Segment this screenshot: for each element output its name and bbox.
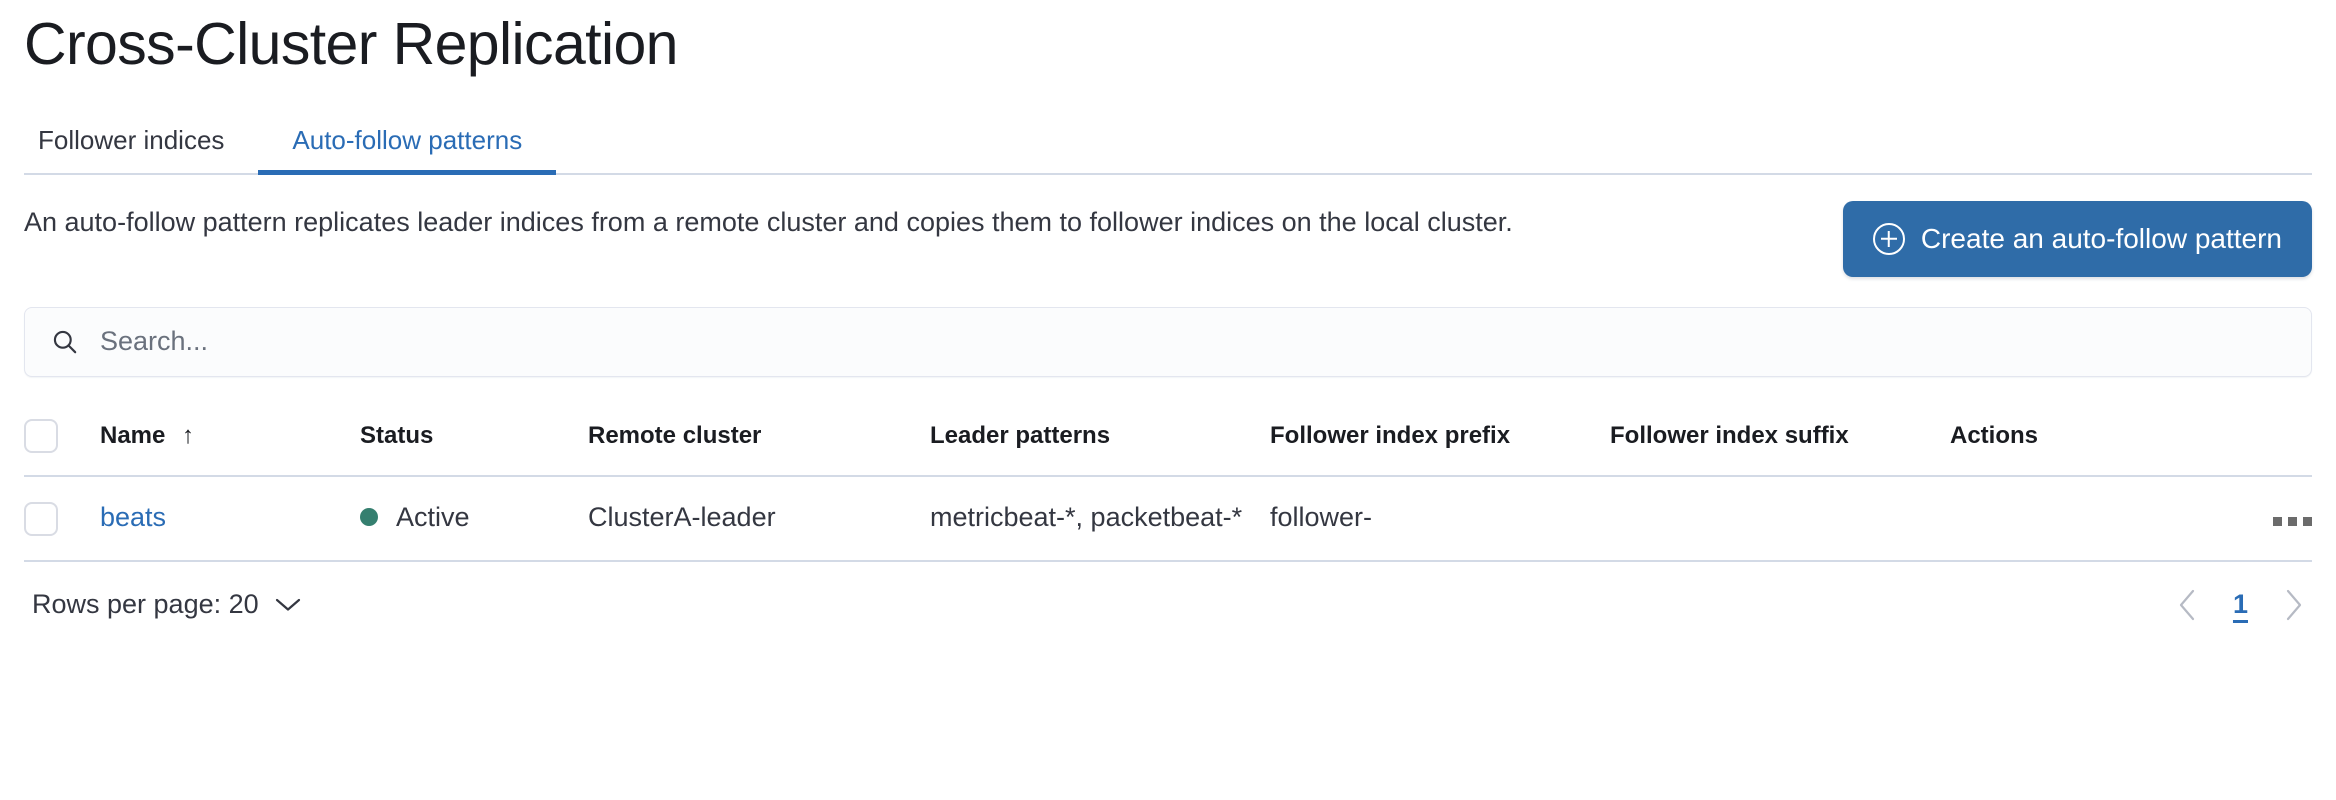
- table-body: beats Active ClusterA-leader metricbeat-…: [24, 475, 2312, 562]
- row-select-cell: [24, 475, 100, 562]
- column-header-name-label: Name: [100, 421, 166, 449]
- tab-follower-indices[interactable]: Follower indices: [24, 127, 258, 173]
- tab-auto-follow-patterns[interactable]: Auto-follow patterns: [258, 124, 557, 175]
- row-leader-patterns-cell: metricbeat-*, packetbeat-*: [930, 475, 1270, 562]
- pagination: 1: [2177, 588, 2304, 622]
- column-header-follower-index-suffix[interactable]: Follower index suffix: [1610, 400, 1950, 477]
- tab-bar: Follower indices Auto-follow patterns: [24, 113, 2312, 175]
- select-all-checkbox[interactable]: [24, 418, 58, 453]
- rows-per-page-selector[interactable]: Rows per page: 20: [32, 589, 301, 620]
- chevron-down-icon: [275, 599, 300, 611]
- plus-in-circle-icon: [1872, 222, 1905, 255]
- sort-ascending-icon: ↑: [182, 421, 195, 449]
- chevron-left-icon[interactable]: [2177, 588, 2199, 622]
- more-actions-icon[interactable]: [2273, 517, 2312, 527]
- chevron-right-icon[interactable]: [2282, 588, 2304, 622]
- description-row: An auto-follow pattern replicates leader…: [24, 200, 2312, 277]
- create-auto-follow-pattern-button[interactable]: Create an auto-follow pattern: [1842, 200, 2312, 277]
- row-status-cell: Active: [360, 475, 588, 562]
- row-checkbox[interactable]: [24, 501, 58, 536]
- column-header-name[interactable]: Name ↑: [100, 400, 360, 477]
- table-header-row: Name ↑ Status Remote cluster Leader patt…: [24, 400, 2312, 477]
- table-row: beats Active ClusterA-leader metricbeat-…: [24, 475, 2312, 562]
- search-icon: [53, 331, 77, 354]
- column-header-leader-patterns[interactable]: Leader patterns: [930, 400, 1270, 477]
- search-input[interactable]: [100, 326, 2285, 358]
- row-name-cell: beats: [100, 475, 360, 562]
- select-all-header: [24, 400, 100, 477]
- tab-follower-indices-label: Follower indices: [38, 124, 225, 155]
- column-header-actions: Actions: [1950, 400, 2312, 477]
- tab-auto-follow-patterns-label: Auto-follow patterns: [292, 124, 523, 155]
- column-header-remote-cluster[interactable]: Remote cluster: [588, 400, 930, 477]
- row-remote-cluster-cell: ClusterA-leader: [588, 475, 930, 562]
- column-header-status[interactable]: Status: [360, 400, 588, 477]
- pagination-page-1[interactable]: 1: [2232, 589, 2248, 620]
- column-header-follower-index-prefix[interactable]: Follower index prefix: [1270, 400, 1610, 477]
- status-badge: Active: [396, 502, 470, 533]
- status-dot-icon: [360, 508, 378, 527]
- auto-follow-patterns-table: Name ↑ Status Remote cluster Leader patt…: [24, 400, 2312, 562]
- page-title: Cross-Cluster Replication: [24, 11, 678, 77]
- page-description: An auto-follow pattern replicates leader…: [24, 206, 1513, 237]
- auto-follow-pattern-link[interactable]: beats: [100, 502, 167, 533]
- row-follower-index-prefix-cell: follower-: [1270, 475, 1610, 562]
- table-header: Name ↑ Status Remote cluster Leader patt…: [24, 400, 2312, 477]
- row-follower-index-suffix-cell: [1610, 475, 1950, 562]
- create-auto-follow-pattern-label: Create an auto-follow pattern: [1920, 222, 2282, 254]
- row-actions-cell: [1950, 475, 2312, 562]
- rows-per-page-label: Rows per page: 20: [32, 589, 259, 620]
- table-footer: Rows per page: 20 1: [24, 588, 2312, 622]
- search-bar[interactable]: [24, 306, 2312, 377]
